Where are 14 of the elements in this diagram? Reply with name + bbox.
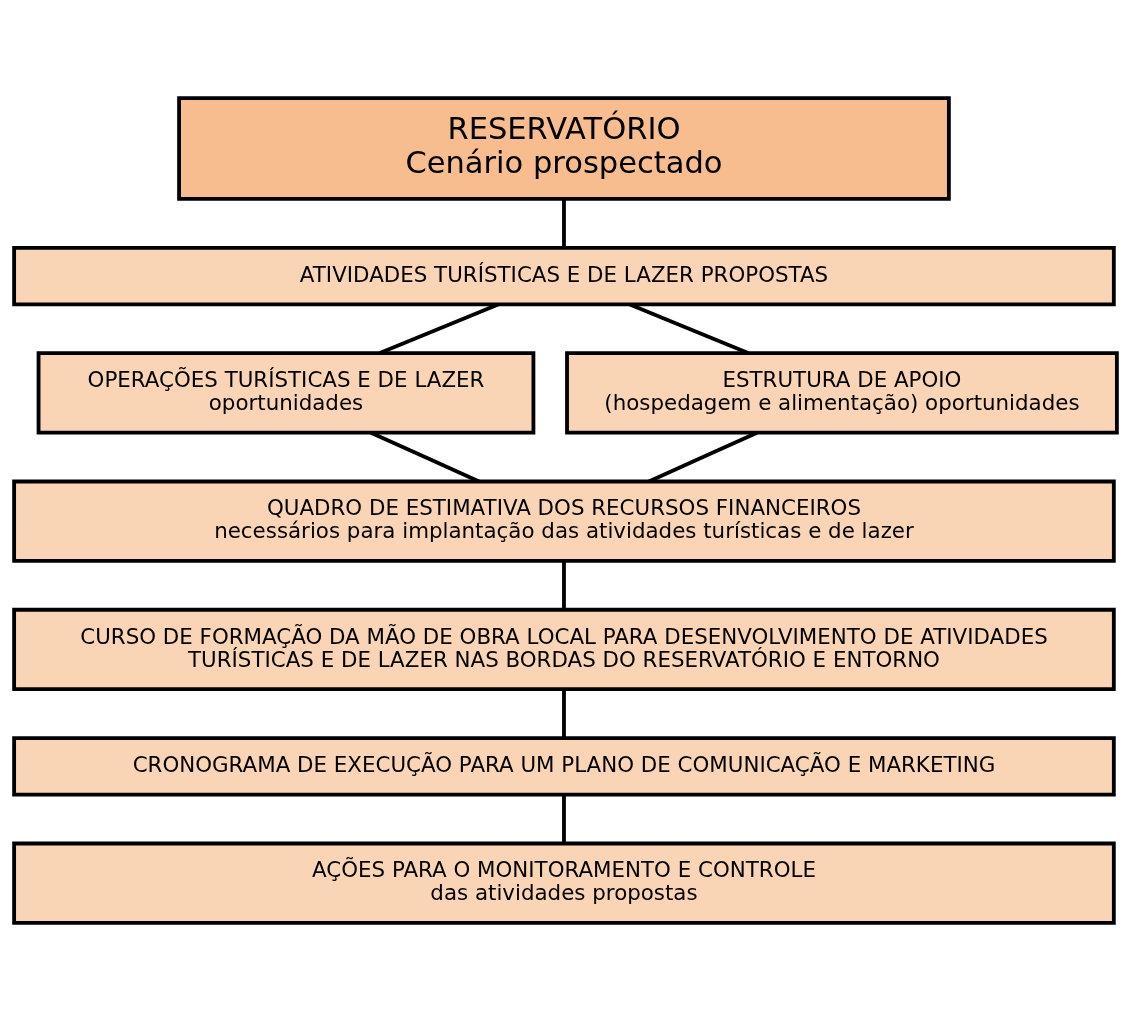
- node-box: QUADRO DE ESTIMATIVA DOS RECURSOS FINANCEIROS necessários para implantação das atividades turísticas e de lazer: [12, 479, 1116, 563]
- node-box: OPERAÇÕES TURÍSTICAS E DE LAZER oportunidades: [36, 351, 536, 435]
- connector: [379, 302, 499, 355]
- node-box: CRONOGRAMA DE EXECUÇÃO PARA UM PLANO DE COMUNICAÇÃO E MARKETING: [12, 736, 1116, 797]
- connector: [562, 794, 566, 844]
- connector: [629, 302, 749, 355]
- connector: [562, 689, 566, 738]
- connector: [562, 199, 566, 248]
- node-box: CURSO DE FORMAÇÃO DA MÃO DE OBRA LOCAL PARA DESENVOLVIMENTO DE ATIVIDADES TURÍSTICAS E DE LAZER NAS BORDAS DO RESERVATÓRIO E ENTORNO: [12, 607, 1116, 692]
- connector: [562, 561, 566, 610]
- node-box: AÇÕES PARA O MONITORAMENTO E CONTROLE das atividades propostas: [12, 841, 1116, 925]
- node-box: ESTRUTURA DE APOIO (hospedagem e alimentação) oportunidades: [565, 351, 1119, 435]
- node-box: ATIVIDADES TURÍSTICAS E DE LAZER PROPOSTAS: [12, 245, 1116, 307]
- node-box: RESERVATÓRIO Cenário prospectado: [177, 96, 951, 201]
